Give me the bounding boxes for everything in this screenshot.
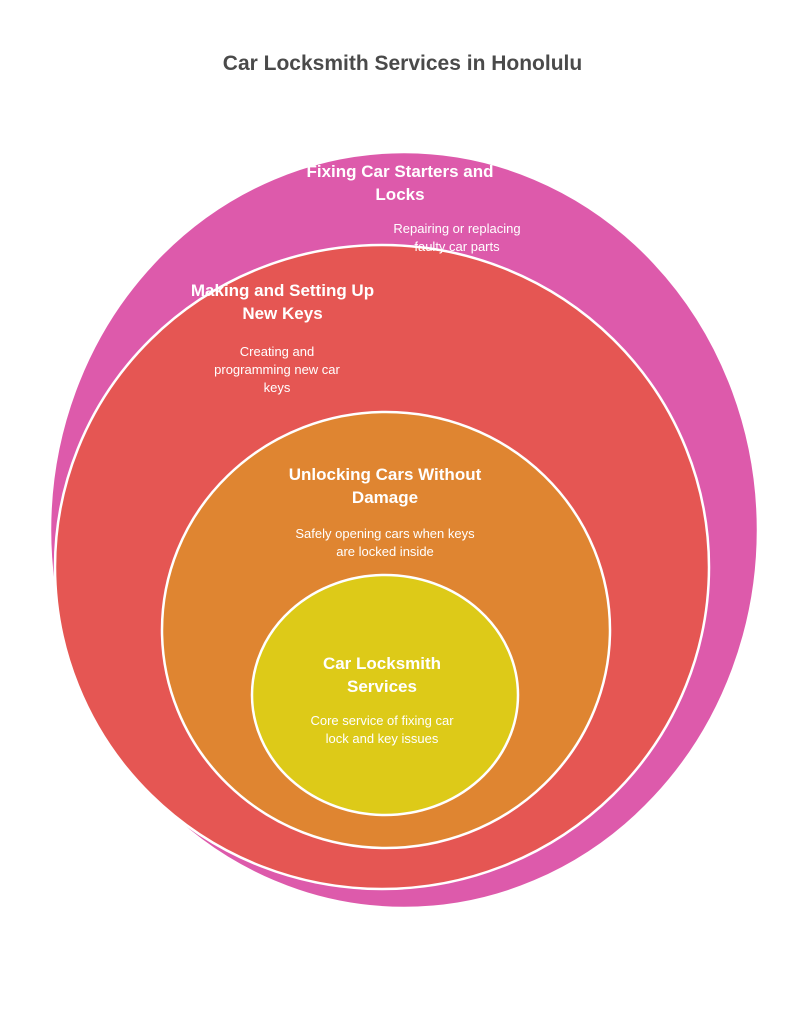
- layer-third-description: Safely opening cars when keys are locked…: [295, 526, 475, 559]
- layer-second-description: Creating and programming new car keys: [214, 344, 340, 395]
- layer-core-title: Car Locksmith Services: [322, 654, 442, 696]
- diagram-title: Car Locksmith Services in Honolulu: [222, 52, 583, 75]
- layer-third-title: Unlocking Cars Without Damage: [288, 465, 482, 507]
- layer-second-label: Making and Setting Up New Keys Creating …: [190, 279, 375, 397]
- layer-core-shape: [250, 573, 520, 817]
- layer-outer-description: Repairing or replacing faulty car parts: [393, 221, 521, 254]
- layer-outer-title: Fixing Car Starters and Locks: [306, 162, 494, 204]
- layer-core-description: Core service of fixing car lock and key …: [310, 713, 454, 746]
- layer-third-label: Unlocking Cars Without Damage Safely ope…: [275, 463, 495, 561]
- layer-outer-label: Fixing Car Starters and Locks Repairing …: [290, 160, 520, 256]
- layer-core-label: Car Locksmith Services Core service of f…: [292, 652, 472, 748]
- layer-second-title: Making and Setting Up New Keys: [190, 281, 375, 323]
